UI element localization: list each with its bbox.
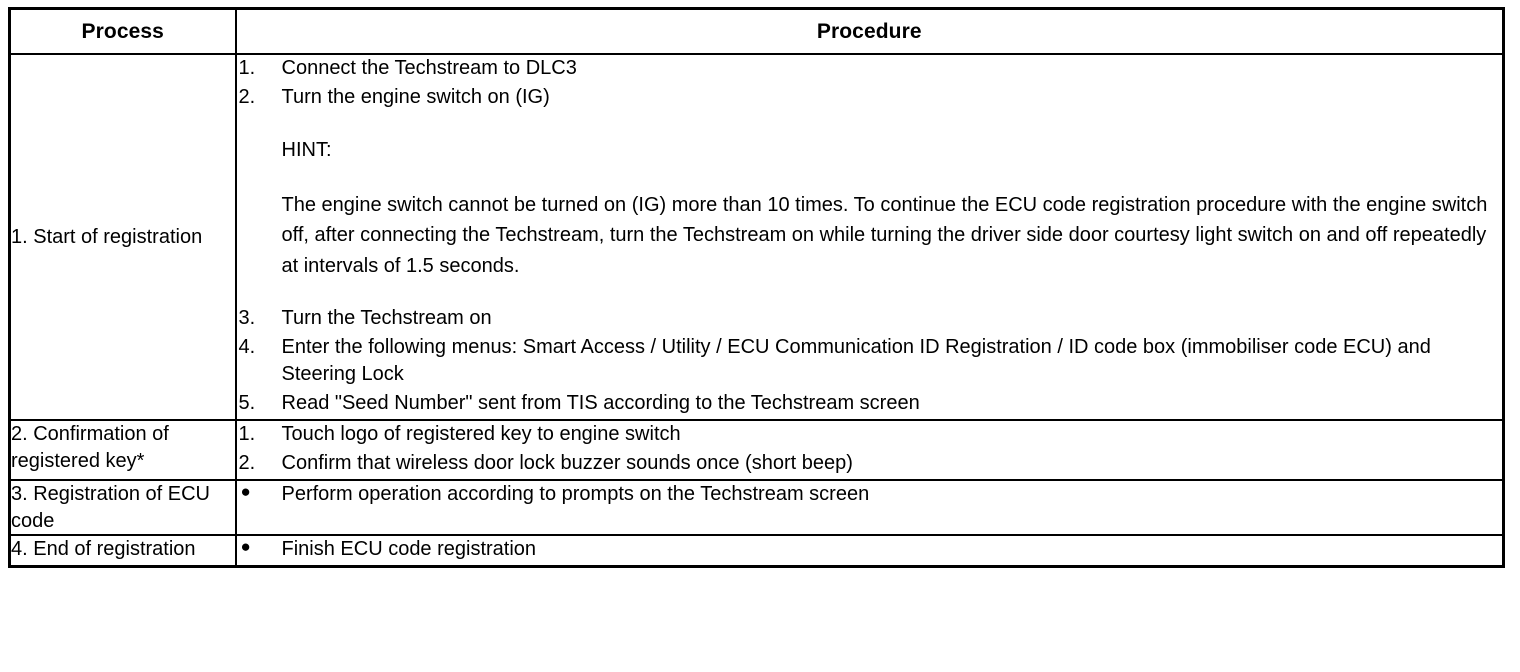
bullet-list: ● Finish ECU code registration: [237, 536, 1503, 563]
step-list-primary: 1. Touch logo of registered key to engin…: [237, 421, 1503, 477]
list-item-text: Enter the following menus: Smart Access …: [281, 336, 1431, 386]
process-cell: 3. Registration of ECU code: [8, 479, 237, 536]
list-item-text: Turn the Techstream on: [281, 307, 492, 330]
list-item-text: Confirm that wireless door lock buzzer s…: [281, 452, 853, 475]
hint-block: HINT: The engine switch cannot be turned…: [237, 137, 1503, 281]
list-item: 4. Enter the following menus: Smart Acce…: [237, 334, 1503, 388]
bullet-list: ● Perform operation according to prompts…: [237, 481, 1503, 508]
list-marker: 1.: [238, 423, 256, 446]
list-marker: 3.: [238, 307, 256, 330]
list-marker: 4.: [238, 336, 256, 359]
table-row: 4. End of registration ● Finish ECU code…: [8, 533, 1505, 568]
process-cell: 2. Confirmation of registered key*: [8, 419, 237, 482]
list-item: 2. Confirm that wireless door lock buzze…: [237, 450, 1503, 477]
list-item: 1. Connect the Techstream to DLC3: [237, 55, 1503, 82]
list-item-text: Connect the Techstream to DLC3: [281, 57, 577, 79]
column-header-procedure: Procedure: [234, 7, 1505, 55]
list-item-text: Touch logo of registered key to engine s…: [281, 423, 681, 446]
list-item-text: Read "Seed Number" sent from TIS accordi…: [281, 392, 920, 415]
list-item: ● Perform operation according to prompts…: [237, 481, 1503, 508]
list-marker: 2.: [238, 86, 256, 108]
bullet-icon: ●: [240, 536, 251, 556]
list-item: 3. Turn the Techstream on: [237, 305, 1503, 332]
table-row: 3. Registration of ECU code ● Perform op…: [8, 479, 1505, 536]
list-marker: 5.: [238, 392, 256, 415]
list-item: 2. Turn the engine switch on (IG): [237, 84, 1503, 111]
list-item: 1. Touch logo of registered key to engin…: [237, 421, 1503, 448]
step-list-continued: 3. Turn the Techstream on 4. Enter the f…: [237, 305, 1503, 417]
hint-text: The engine switch cannot be turned on (I…: [281, 194, 1488, 277]
list-marker: 2.: [238, 452, 256, 475]
list-item-text: Turn the engine switch on (IG): [281, 86, 550, 108]
procedure-cell: 1. Touch logo of registered key to engin…: [234, 419, 1505, 482]
list-item-text: Finish ECU code registration: [281, 537, 537, 560]
list-item: 5. Read "Seed Number" sent from TIS acco…: [237, 390, 1503, 417]
list-item-text: Perform operation according to prompts o…: [281, 483, 870, 506]
procedure-cell: ● Perform operation according to prompts…: [234, 479, 1505, 536]
process-cell: 1. Start of registration: [8, 52, 237, 422]
process-cell: 4. End of registration: [8, 533, 237, 568]
table-header-row: Process Procedure: [8, 7, 1505, 55]
table-row: 2. Confirmation of registered key* 1. To…: [8, 419, 1505, 482]
list-marker: 1.: [238, 57, 256, 79]
bullet-icon: ●: [240, 482, 251, 502]
hint-label: HINT:: [281, 139, 332, 161]
procedure-cell: 1. Connect the Techstream to DLC3 2. Tur…: [234, 52, 1505, 422]
table-row: 1. Start of registration 1. Connect the …: [8, 52, 1505, 422]
procedure-cell: ● Finish ECU code registration: [234, 533, 1505, 568]
list-item: ● Finish ECU code registration: [237, 536, 1503, 563]
procedure-table: Process Procedure 1. Start of registrati…: [8, 7, 1505, 568]
column-header-process: Process: [8, 7, 237, 55]
step-list-primary: 1. Connect the Techstream to DLC3 2. Tur…: [237, 55, 1503, 111]
